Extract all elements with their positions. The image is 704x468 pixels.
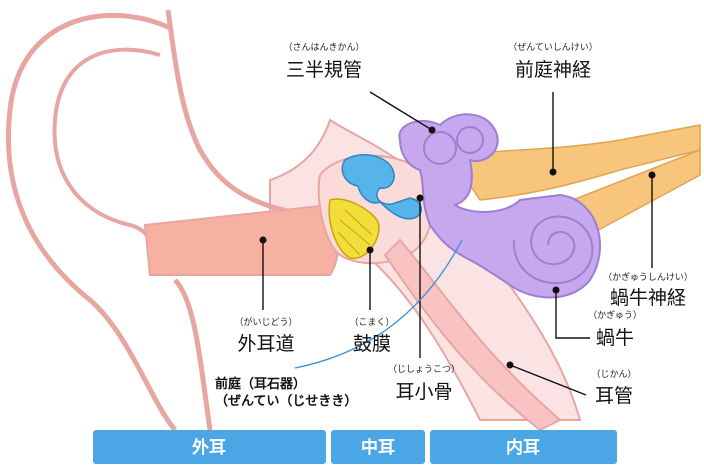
dot-eardrum xyxy=(367,247,374,254)
eustachian-furigana: （じかん） xyxy=(591,369,636,380)
pinna-outline xyxy=(8,15,175,430)
vestibular-nerve-label: 前庭神経 xyxy=(515,59,591,81)
leader-semicircular xyxy=(370,92,432,130)
cochlear-nerve-furigana: （かぎゅうしんけい） xyxy=(603,271,693,283)
cochlear-nerve-label: 蝸牛神経 xyxy=(610,287,686,309)
section-outer-label: 外耳 xyxy=(192,437,226,458)
canal-furigana: （がいじどう） xyxy=(234,316,297,328)
section-inner-label: 内耳 xyxy=(506,437,540,458)
semicircular-label: 三半規管 xyxy=(286,59,362,81)
vestibular-nerve-furigana: （ぜんていしんけい） xyxy=(508,42,598,53)
pinna-inner-fold xyxy=(55,50,160,275)
dot-semicircular xyxy=(429,127,436,134)
head-surface-lower xyxy=(175,280,210,430)
dot-eustachian xyxy=(507,362,514,369)
external-auditory-canal xyxy=(145,205,338,275)
vestibule-furigana: （ぜんてい（じせきき） xyxy=(215,393,357,409)
vestibule-label: 前庭（耳石器） xyxy=(215,376,306,392)
eardrum-furigana: （こまく） xyxy=(349,317,394,328)
eardrum-label: 鼓膜 xyxy=(353,333,391,355)
dot-cochlea xyxy=(553,287,560,294)
dot-cochlear-nerve xyxy=(649,172,656,179)
semicircular-furigana: （さんはんきかん） xyxy=(283,42,364,53)
dot-canal xyxy=(260,237,267,244)
eustachian-label: 耳管 xyxy=(595,385,633,407)
section-middle-label: 中耳 xyxy=(361,437,395,458)
dot-ossicles xyxy=(417,195,424,202)
ossicles-furigana: （じしょうこつ） xyxy=(388,364,460,375)
cochlea-furigana: （かぎゅう） xyxy=(588,309,642,321)
dot-vestibular-nerve xyxy=(550,169,557,176)
canal-label: 外耳道 xyxy=(237,333,294,355)
ossicles-label: 耳小骨 xyxy=(395,381,452,403)
temporal-bone-region xyxy=(185,10,330,160)
cochlea-label: 蝸牛 xyxy=(596,327,634,349)
